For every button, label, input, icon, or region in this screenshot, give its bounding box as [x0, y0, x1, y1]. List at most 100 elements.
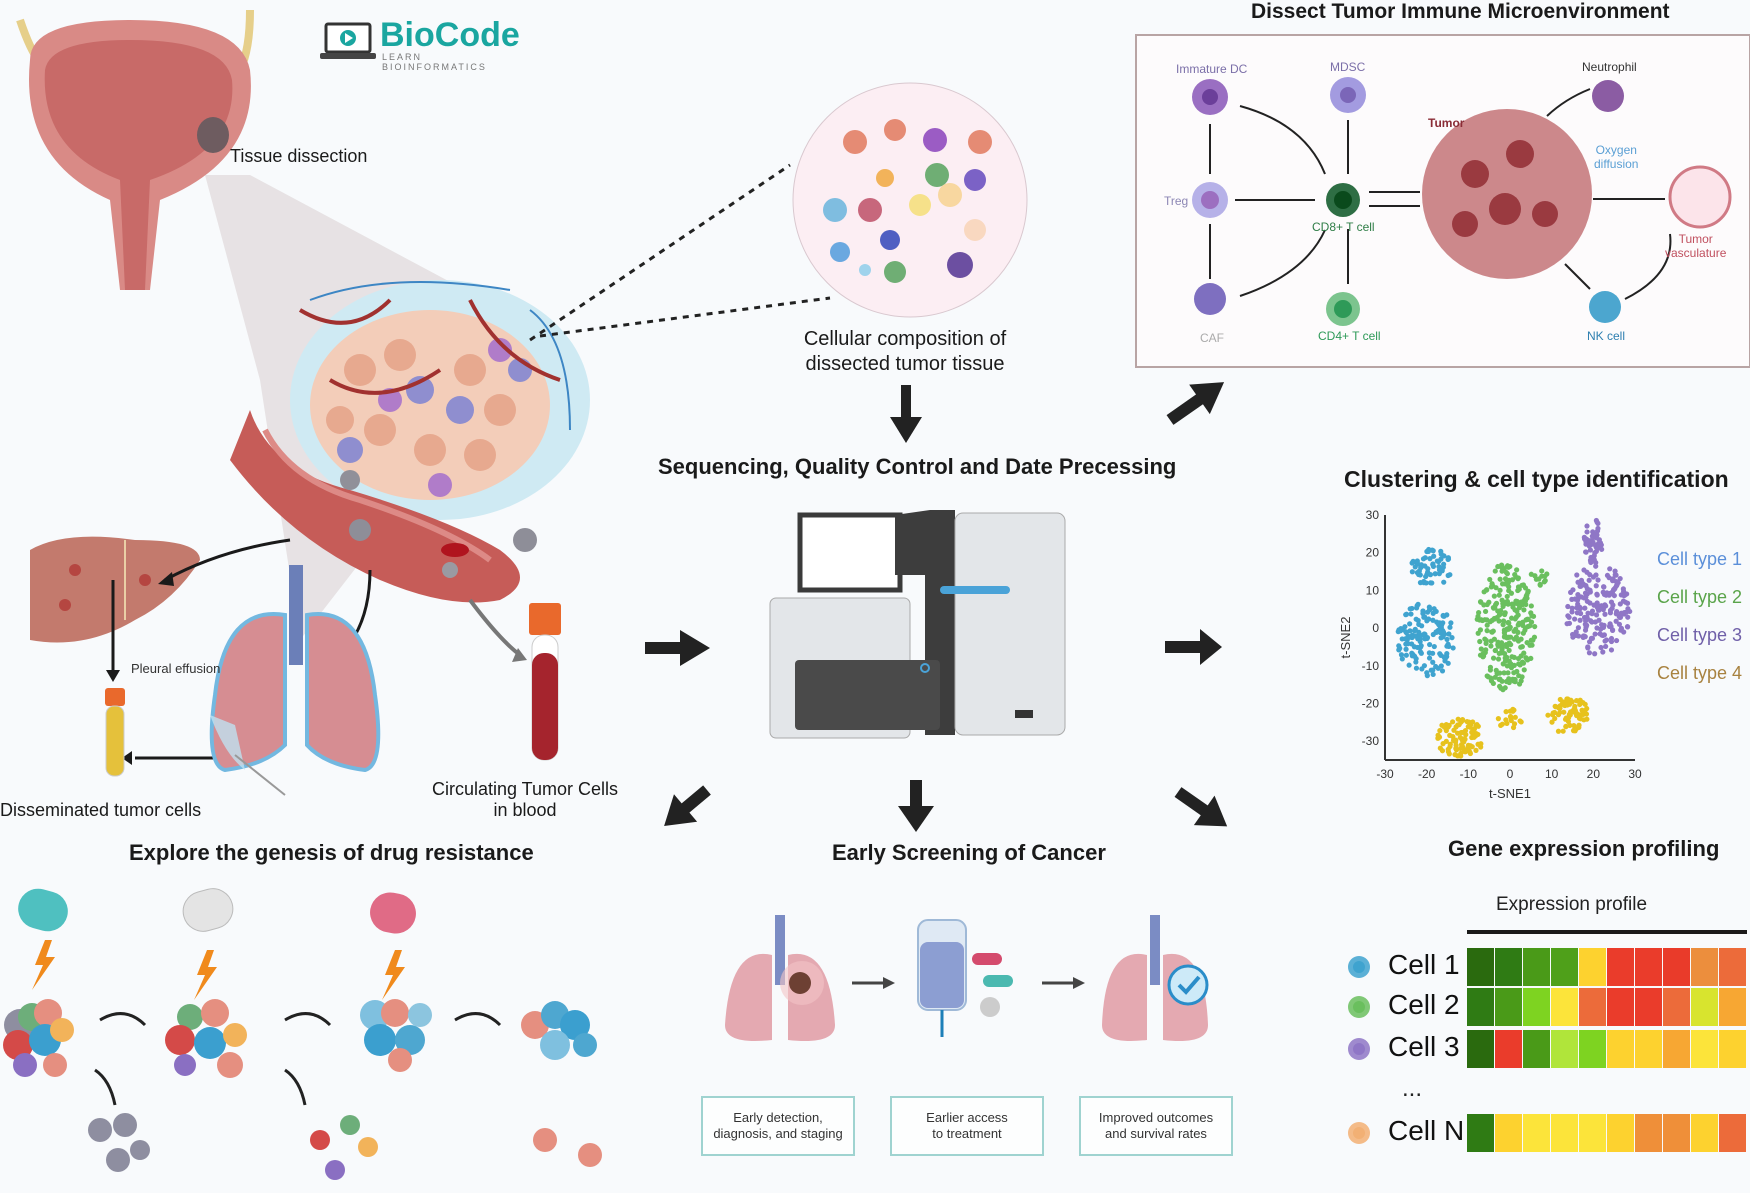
- sequencer-machine-icon: [769, 510, 1066, 739]
- cellular-composition-label: Cellular composition of dissected tumor …: [770, 327, 1040, 377]
- heatmap-cell: [1719, 1114, 1746, 1152]
- scatter-point: [1416, 571, 1422, 578]
- scatter-point: [1507, 713, 1514, 720]
- scatter-point: [1484, 601, 1490, 608]
- scatter-point: [1504, 663, 1510, 669]
- scatter-point: [1433, 663, 1439, 670]
- scatter-point: [1492, 602, 1499, 608]
- scatter-point: [1459, 717, 1466, 723]
- scatter-point: [1593, 517, 1599, 524]
- liver-illustration: [30, 536, 200, 643]
- heatmap-cell: [1691, 988, 1718, 1026]
- scatter-point: [1447, 624, 1453, 630]
- scatter-point: [1564, 702, 1570, 708]
- scatter-point: [1423, 573, 1429, 580]
- scatter-point: [1473, 747, 1479, 753]
- scatter-point: [1430, 548, 1436, 554]
- scatter-point: [1402, 636, 1408, 642]
- scatter-point: [1477, 617, 1483, 623]
- scatter-point: [1555, 712, 1562, 718]
- scatter-point: [1586, 543, 1592, 549]
- tissue-dissection-label: Tissue dissection: [230, 146, 368, 166]
- scatter-point: [1575, 591, 1581, 598]
- scatter-point: [1501, 627, 1507, 633]
- y-tick-label: -20: [1362, 696, 1380, 710]
- dead-cell-clusters: [88, 1113, 602, 1180]
- scatter-point: [1480, 654, 1486, 660]
- scatter-point: [1409, 569, 1415, 575]
- scatter-point: [1584, 705, 1590, 712]
- scatter-point: [1431, 606, 1437, 612]
- scatter-point: [1425, 566, 1431, 572]
- scatter-point: [1423, 580, 1429, 586]
- heatmap-cell: [1467, 948, 1494, 986]
- scatter-point: [1495, 656, 1502, 662]
- scatter-point: [1528, 603, 1534, 609]
- scatter-point: [1586, 639, 1593, 645]
- scatter-point: [1444, 651, 1450, 657]
- y-tick-label: 0: [1372, 621, 1379, 635]
- scatter-point: [1593, 531, 1599, 537]
- scatter-point: [1503, 569, 1509, 576]
- x-tick-label: -10: [1460, 767, 1478, 781]
- gene-expression-title: Gene expression profiling: [1448, 836, 1720, 861]
- y-tick-label: 30: [1366, 508, 1380, 522]
- scatter-point: [1551, 709, 1558, 716]
- scatter-point: [1561, 709, 1567, 715]
- scatter-point: [1435, 735, 1441, 741]
- cell-dot-icon: [1348, 1122, 1370, 1144]
- scatter-point: [1477, 599, 1484, 605]
- heatmap-cell: [1663, 988, 1690, 1026]
- scatter-point: [1493, 585, 1499, 591]
- scatter-point: [1458, 750, 1464, 757]
- scatter-point: [1445, 660, 1451, 666]
- scatter-point: [1415, 561, 1421, 567]
- scatter-point: [1446, 631, 1452, 637]
- scatter-point: [1539, 568, 1545, 574]
- x-tick-label: -30: [1376, 767, 1394, 781]
- scatter-point: [1413, 665, 1420, 671]
- step-arrow-2: [1042, 977, 1085, 989]
- scatter-point: [1438, 663, 1444, 669]
- scatter-point: [1519, 674, 1525, 680]
- scatter-point: [1513, 634, 1519, 640]
- scatter-point: [1613, 611, 1619, 617]
- scatter-point: [1580, 633, 1587, 639]
- biocode-logo: BioCode LEARN BIOINFORMATICS: [320, 16, 520, 72]
- disseminated-tumor-cells-label: Disseminated tumor cells: [0, 800, 202, 820]
- scatter-point: [1585, 610, 1591, 616]
- scatter-point: [1430, 671, 1436, 678]
- bladder-illustration: [16, 9, 254, 290]
- scatter-point: [1492, 568, 1498, 574]
- scatter-point: [1522, 627, 1528, 633]
- scatter-point: [1440, 613, 1446, 619]
- scatter-point: [1452, 739, 1459, 745]
- scatter-point: [1484, 628, 1490, 634]
- scatter-point: [1587, 587, 1593, 593]
- scatter-point: [1426, 546, 1432, 553]
- scatter-point: [1601, 584, 1607, 590]
- capsule-pink-icon: [370, 892, 416, 934]
- scatter-point: [1518, 644, 1524, 650]
- scatter-point: [1424, 618, 1430, 624]
- scatter-point: [1415, 617, 1421, 624]
- scatter-point: [1503, 709, 1509, 715]
- screening-title: Early Screening of Cancer: [832, 840, 1106, 865]
- scatter-point: [1498, 562, 1505, 568]
- scatter-point: [1591, 553, 1597, 559]
- heatmap-cell: [1607, 948, 1634, 986]
- tumor-cluster-2: [165, 999, 247, 1078]
- heatmap-cell: [1579, 948, 1606, 986]
- scatter-point: [1527, 623, 1533, 629]
- heatmap-cell: [1579, 988, 1606, 1026]
- heatmap-cell: [1719, 1030, 1746, 1068]
- scatter-point: [1446, 751, 1452, 757]
- scatter-point: [1517, 718, 1523, 724]
- scatter-point: [1499, 597, 1505, 603]
- step2-line2: to treatment: [932, 1126, 1002, 1141]
- step3-line1: Improved outcomes: [1098, 1109, 1214, 1125]
- scatter-point: [1476, 610, 1482, 616]
- scatter-point: [1518, 678, 1524, 684]
- scatter-point: [1603, 643, 1609, 650]
- scatter-point: [1615, 580, 1621, 586]
